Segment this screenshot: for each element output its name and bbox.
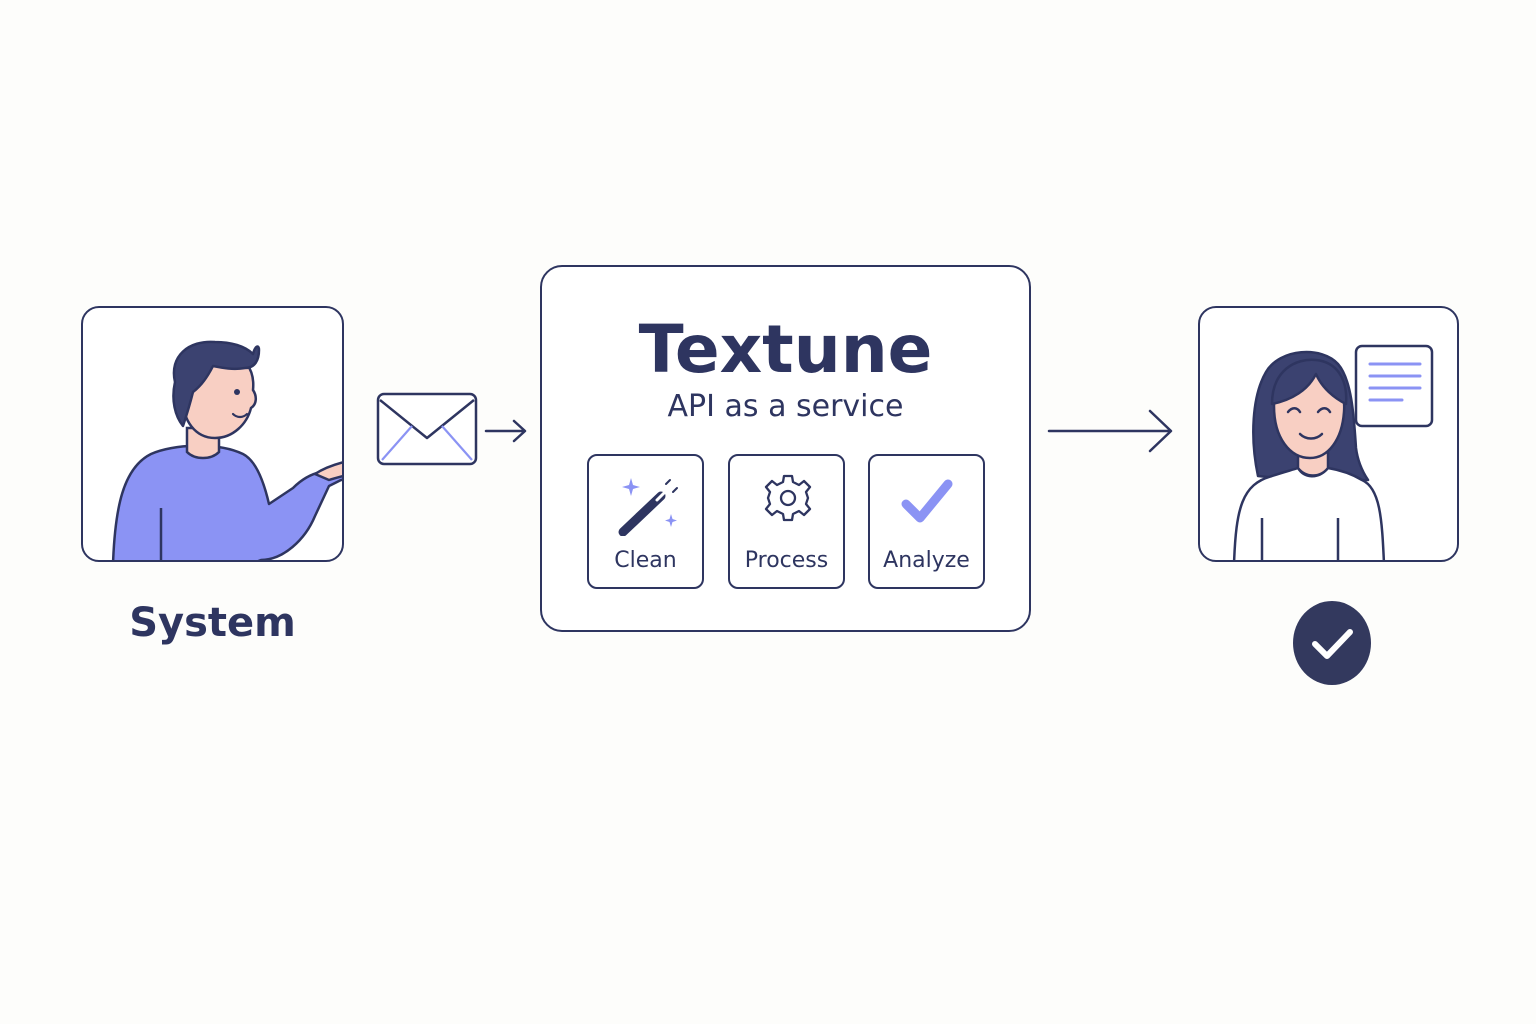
gear-icon xyxy=(764,474,812,522)
document-icon xyxy=(1354,344,1434,428)
envelope-icon xyxy=(376,392,478,466)
happy-user-illustration xyxy=(1232,350,1386,560)
person-offering-illustration xyxy=(111,340,342,560)
system-label: System xyxy=(129,600,296,646)
service-subtitle: API as a service xyxy=(667,389,904,424)
service-title: Textune xyxy=(638,311,933,388)
step-analyze-label: Analyze xyxy=(883,548,970,573)
recipient-card xyxy=(1198,306,1459,562)
system-card xyxy=(81,306,344,562)
service-card: Textune API as a service Clean Process A… xyxy=(540,265,1031,632)
step-clean: Clean xyxy=(587,454,704,589)
step-process-label: Process xyxy=(744,548,829,573)
arrow-right-icon xyxy=(484,419,527,443)
checkmark-icon xyxy=(901,479,953,523)
step-clean-label: Clean xyxy=(614,548,677,573)
step-analyze: Analyze xyxy=(868,454,985,589)
check-circle-icon xyxy=(1312,629,1353,659)
arrow-right-long-icon xyxy=(1047,409,1173,453)
magic-wand-icon xyxy=(618,478,678,536)
success-check-badge xyxy=(1293,601,1371,685)
step-process: Process xyxy=(728,454,845,589)
